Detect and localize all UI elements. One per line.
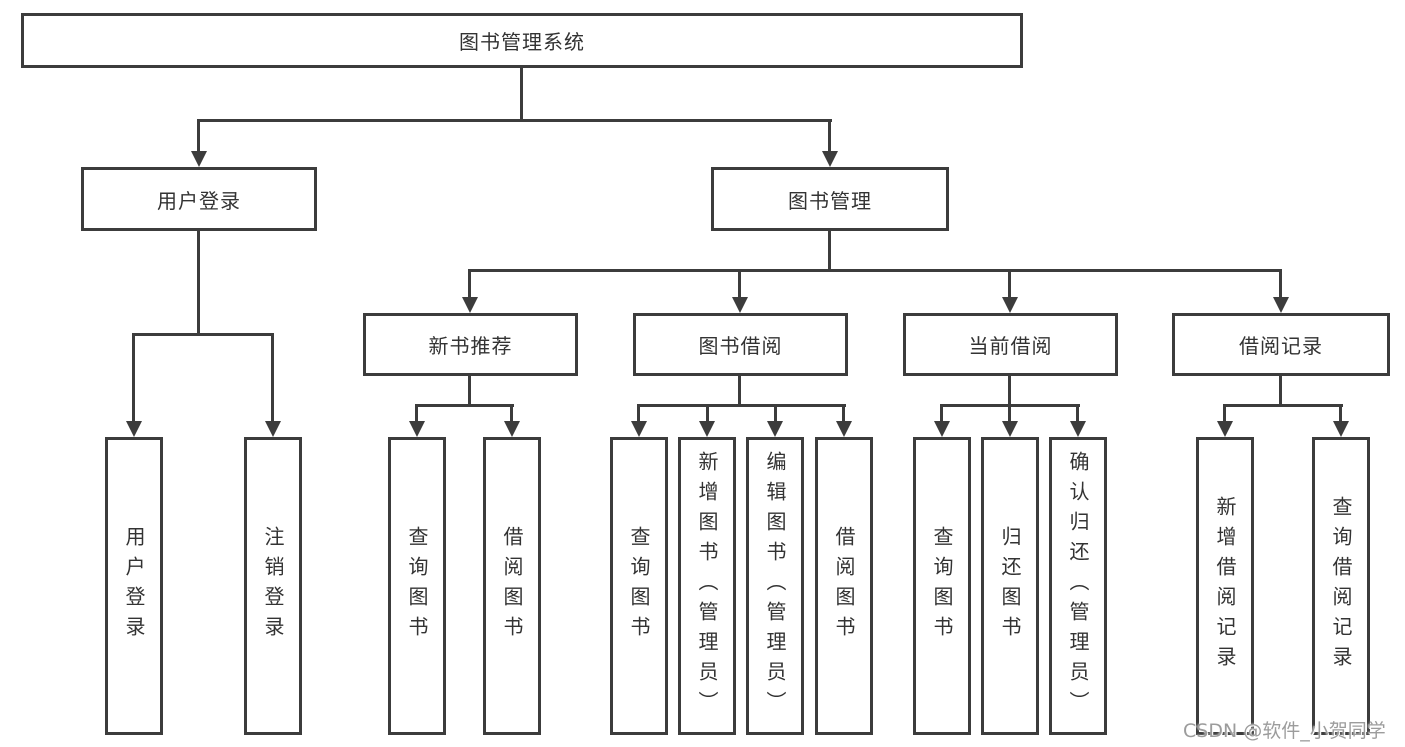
leaf-confirm-return-admin-label: 确认归还（管理员） — [1066, 451, 1090, 721]
line — [738, 271, 741, 298]
arrow-down-icon — [1002, 297, 1018, 313]
line — [828, 231, 831, 272]
line — [132, 335, 135, 422]
line — [520, 68, 523, 121]
leaf-confirm-return-admin: 确认归还（管理员） — [1049, 437, 1107, 735]
arrow-down-icon — [631, 421, 647, 437]
node-root-label: 图书管理系统 — [459, 30, 585, 54]
leaf-query-books-borrow: 查询图书 — [610, 437, 668, 735]
leaf-logout-label: 注销登录 — [261, 526, 285, 646]
leaf-return-books: 归还图书 — [981, 437, 1039, 735]
line — [940, 406, 943, 422]
arrow-down-icon — [504, 421, 520, 437]
arrow-down-icon — [1333, 421, 1349, 437]
line — [1008, 376, 1011, 407]
leaf-query-books-borrow-label: 查询图书 — [627, 526, 651, 646]
line — [468, 376, 471, 407]
arrow-down-icon — [1070, 421, 1086, 437]
leaf-user-login: 用户登录 — [105, 437, 163, 735]
leaf-query-books-recommend-label: 查询图书 — [405, 526, 429, 646]
arrow-down-icon — [836, 421, 852, 437]
csdn-watermark: CSDN @软件_小贺同学 — [1183, 720, 1386, 742]
line — [637, 406, 640, 422]
leaf-return-books-label: 归还图书 — [998, 526, 1022, 646]
line — [197, 231, 200, 336]
node-new-book-recommend-label: 新书推荐 — [428, 334, 513, 358]
leaf-query-books-current: 查询图书 — [913, 437, 971, 735]
line — [1279, 271, 1282, 298]
line — [828, 121, 831, 152]
node-book-management: 图书管理 — [711, 167, 949, 231]
arrow-down-icon — [1002, 421, 1018, 437]
leaf-user-login-label: 用户登录 — [122, 526, 146, 646]
line — [842, 406, 845, 422]
line — [706, 406, 709, 422]
line — [1076, 406, 1079, 422]
leaf-query-borrow-record-label: 查询借阅记录 — [1329, 496, 1353, 676]
line — [132, 333, 274, 336]
arrow-down-icon — [265, 421, 281, 437]
line — [1223, 404, 1343, 407]
line — [1008, 271, 1011, 298]
leaf-add-borrow-record-label: 新增借阅记录 — [1213, 496, 1237, 676]
line — [738, 376, 741, 407]
leaf-query-books-current-label: 查询图书 — [930, 526, 954, 646]
leaf-query-books-recommend: 查询图书 — [388, 437, 446, 735]
line — [468, 269, 1282, 272]
leaf-add-borrow-record: 新增借阅记录 — [1196, 437, 1254, 735]
leaf-edit-books-admin-label: 编辑图书（管理员） — [763, 451, 787, 721]
line — [415, 406, 418, 422]
line — [637, 404, 846, 407]
arrow-down-icon — [767, 421, 783, 437]
line — [197, 121, 200, 152]
line — [1008, 406, 1011, 422]
line — [1223, 406, 1226, 422]
leaf-edit-books-admin: 编辑图书（管理员） — [746, 437, 804, 735]
leaf-borrow-books: 借阅图书 — [815, 437, 873, 735]
line — [1279, 376, 1282, 407]
leaf-add-books-admin: 新增图书（管理员） — [678, 437, 736, 735]
node-book-borrow: 图书借阅 — [633, 313, 848, 376]
line — [271, 335, 274, 422]
arrow-down-icon — [191, 151, 207, 167]
node-book-management-label: 图书管理 — [788, 188, 872, 213]
line — [510, 406, 513, 422]
node-current-borrow-label: 当前借阅 — [968, 334, 1053, 358]
leaf-add-books-admin-label: 新增图书（管理员） — [695, 451, 719, 721]
node-borrow-records-label: 借阅记录 — [1239, 334, 1323, 358]
line — [415, 404, 514, 407]
line — [197, 119, 832, 122]
node-user-login-branch-label: 用户登录 — [157, 188, 241, 213]
arrow-down-icon — [409, 421, 425, 437]
leaf-borrow-books-label: 借阅图书 — [832, 526, 856, 646]
arrow-down-icon — [934, 421, 950, 437]
node-borrow-records: 借阅记录 — [1172, 313, 1390, 376]
arrow-down-icon — [462, 297, 478, 313]
node-current-borrow: 当前借阅 — [903, 313, 1118, 376]
leaf-borrow-books-recommend-label: 借阅图书 — [500, 526, 524, 646]
node-book-borrow-label: 图书借阅 — [698, 334, 783, 358]
leaf-query-borrow-record: 查询借阅记录 — [1312, 437, 1370, 735]
node-root: 图书管理系统 — [21, 13, 1023, 68]
arrow-down-icon — [732, 297, 748, 313]
arrow-down-icon — [699, 421, 715, 437]
line — [774, 406, 777, 422]
leaf-logout: 注销登录 — [244, 437, 302, 735]
arrow-down-icon — [822, 151, 838, 167]
node-new-book-recommend: 新书推荐 — [363, 313, 578, 376]
node-user-login-branch: 用户登录 — [81, 167, 317, 231]
line — [468, 271, 471, 298]
arrow-down-icon — [126, 421, 142, 437]
line — [940, 404, 1080, 407]
arrow-down-icon — [1273, 297, 1289, 313]
leaf-borrow-books-recommend: 借阅图书 — [483, 437, 541, 735]
arrow-down-icon — [1217, 421, 1233, 437]
line — [1339, 406, 1342, 422]
